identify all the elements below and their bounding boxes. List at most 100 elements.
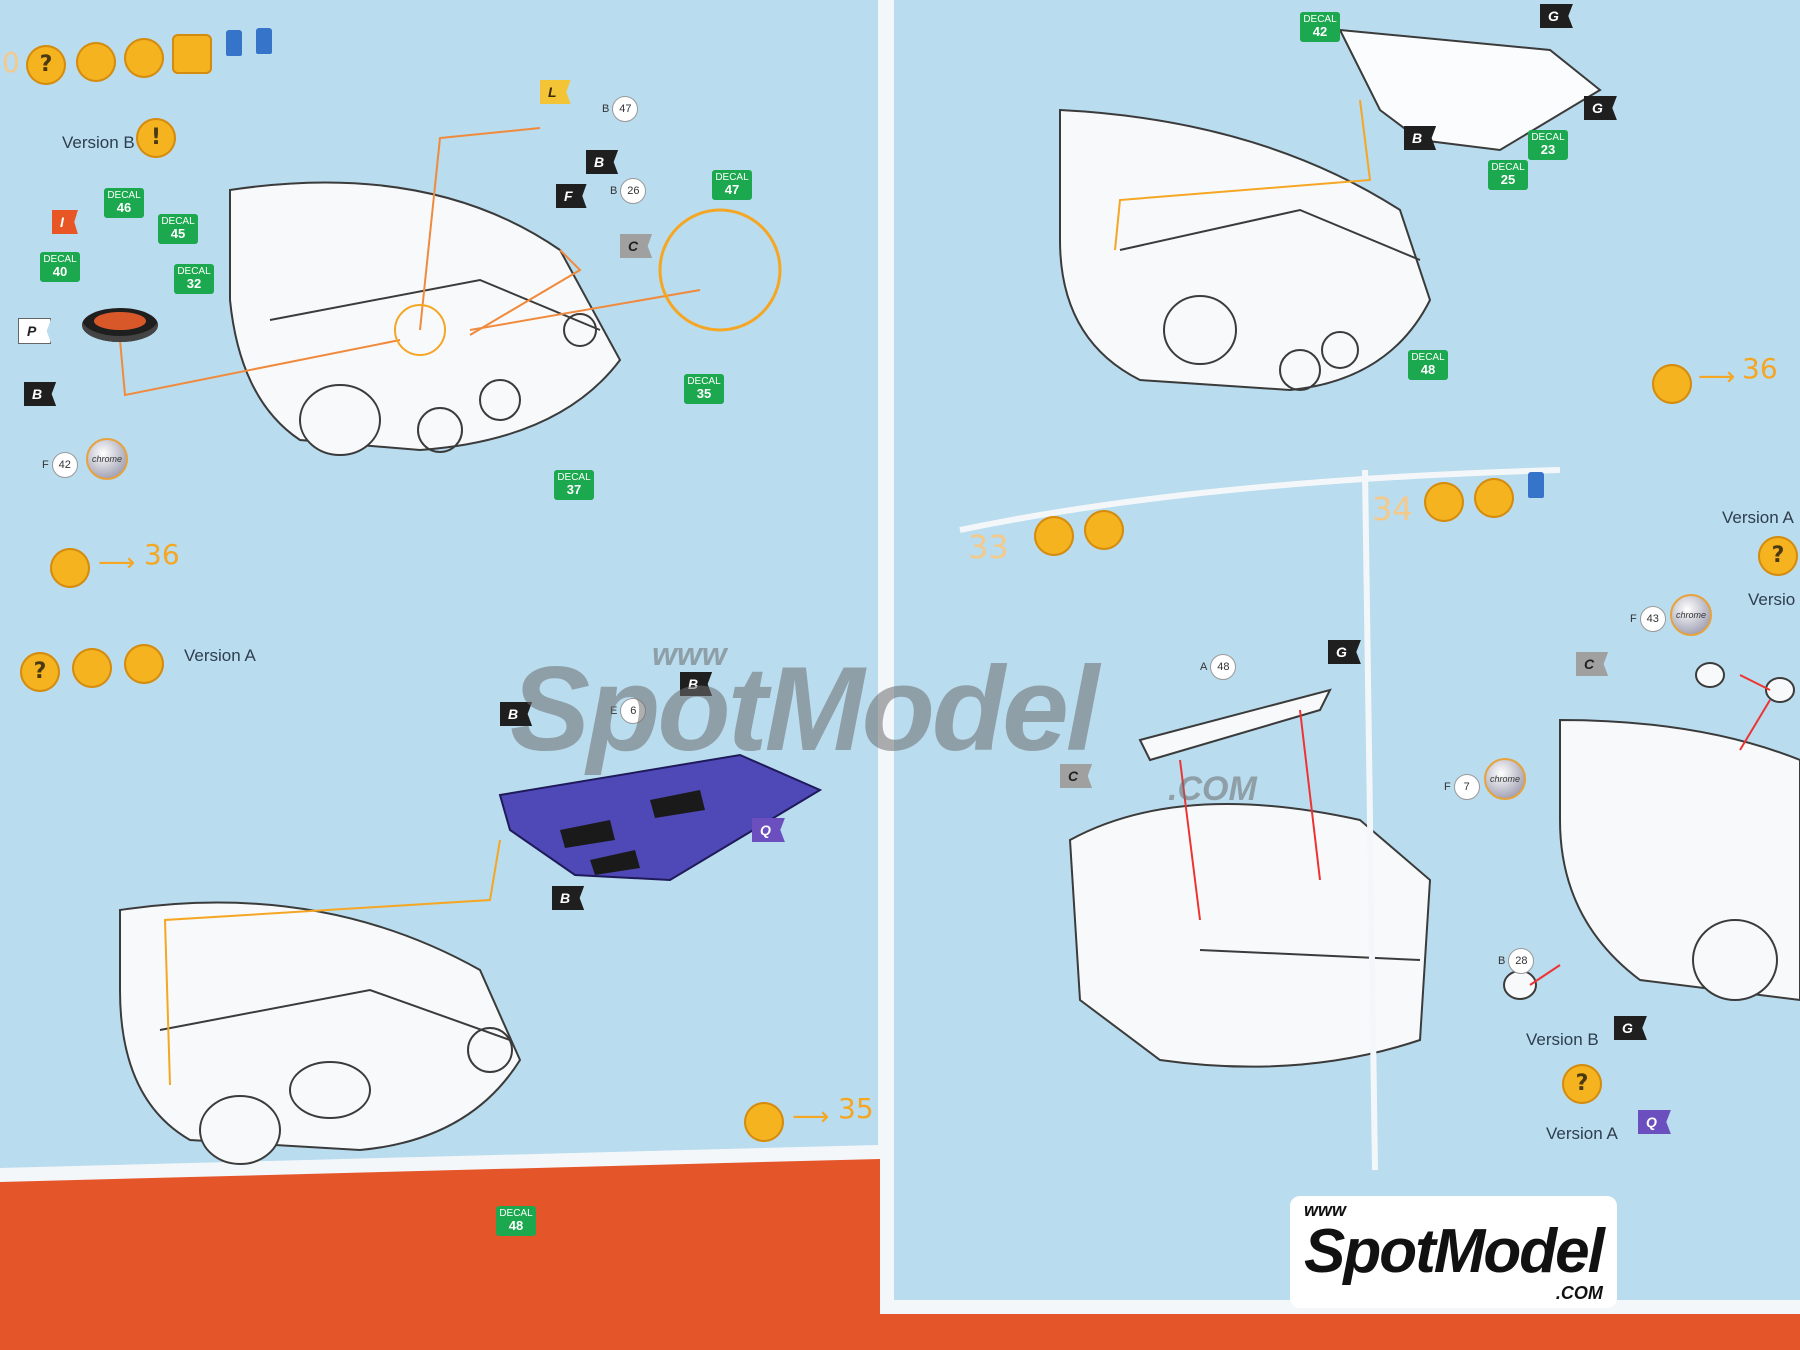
- decal-number: 23: [1540, 142, 1556, 157]
- brush-icon: [1084, 510, 1124, 550]
- paint-icon: [1034, 516, 1074, 556]
- decal-label: DECAL: [1531, 132, 1565, 143]
- decal-label: DECAL: [1303, 14, 1337, 25]
- next-step-arrow: ⟶: [792, 1102, 830, 1132]
- decal-number: 48: [1420, 362, 1436, 377]
- decal-number: 35: [696, 386, 712, 401]
- next-step-number: 36: [1742, 352, 1778, 385]
- part-number: 7: [1453, 774, 1480, 800]
- decal-number: 45: [170, 226, 186, 241]
- part-letter: A: [1200, 661, 1208, 673]
- step-number: 34: [1372, 490, 1413, 528]
- decal-number: 40: [52, 264, 68, 279]
- part-flag-b: B: [552, 886, 585, 910]
- part-number: 6: [620, 698, 647, 724]
- decal-label: DECAL: [107, 190, 141, 201]
- part-number: 48: [1210, 654, 1237, 680]
- chrome-icon: chrome: [1670, 594, 1712, 636]
- watermark-com: .COM: [1168, 770, 1257, 808]
- part-flag-c: C: [1060, 764, 1093, 788]
- decal-label: DECAL: [43, 254, 77, 265]
- decal-number: 47: [724, 182, 740, 197]
- part-letter: F: [1444, 781, 1451, 793]
- part-letter: B: [602, 103, 610, 115]
- decal-label: DECAL: [557, 472, 591, 483]
- help-icon: ?: [20, 652, 60, 692]
- help-icon: ?: [1758, 536, 1798, 576]
- part-flag-b: B: [680, 672, 713, 696]
- decal-label: DECAL: [715, 172, 749, 183]
- decal-number: 42: [1312, 24, 1328, 39]
- version-b-label: Version B: [1526, 1030, 1599, 1049]
- next-step-number: 35: [838, 1092, 874, 1125]
- decal-label: DECAL: [177, 266, 211, 277]
- part-flag-c: C: [1576, 652, 1609, 676]
- decal-number: 46: [116, 200, 132, 215]
- paint-bottle-icon: [50, 548, 90, 588]
- next-step-arrow: ⟶: [1698, 362, 1736, 392]
- logo-www: www: [1304, 1200, 1347, 1220]
- decal-label: DECAL: [499, 1208, 533, 1219]
- part-letter: F: [42, 459, 49, 471]
- part-flag-q: Q: [752, 818, 785, 842]
- paint-icon: [76, 42, 116, 82]
- next-step-number: 36: [144, 538, 180, 571]
- next-step-arrow: ⟶: [98, 548, 136, 578]
- part-flag-g: G: [1614, 1016, 1647, 1040]
- part-flag-g: G: [1540, 4, 1573, 28]
- step-number: 33: [968, 528, 1009, 566]
- version-a-label: Version A: [184, 646, 256, 665]
- decal-number: 48: [508, 1218, 524, 1233]
- part-flag-f: F: [556, 184, 587, 208]
- no-paint-icon: [72, 648, 112, 688]
- logo-com: .COM: [1555, 1283, 1603, 1303]
- version-a-label: Version A: [1722, 508, 1794, 527]
- paint-jar-lid: [94, 312, 146, 330]
- part-flag-c: C: [620, 234, 653, 258]
- watermark-www: www: [652, 636, 727, 672]
- part-letter: F: [1630, 613, 1637, 625]
- decal-label: DECAL: [1491, 162, 1525, 173]
- brush-icon: [1474, 478, 1514, 518]
- brush-icon: [124, 644, 164, 684]
- part-flag-q: Q: [1638, 1110, 1671, 1134]
- chrome-icon: chrome: [1484, 758, 1526, 800]
- part-number: 43: [1639, 606, 1666, 632]
- decal-number: 25: [1500, 172, 1516, 187]
- chrome-icon: chrome: [86, 438, 128, 480]
- paint-bottle-icon: [1528, 472, 1544, 498]
- part-letter: E: [610, 705, 618, 717]
- help-icon: ?: [26, 45, 66, 85]
- part-number: 28: [1508, 948, 1535, 974]
- paint-bottle-icon: [744, 1102, 784, 1142]
- part-letter: B: [610, 185, 618, 197]
- paint-icon: [1424, 482, 1464, 522]
- part-flag-i: I: [52, 210, 78, 234]
- part-letter: B: [1498, 955, 1506, 967]
- watermark-brand: SpotModel: [510, 642, 1099, 776]
- glue-icon: [256, 28, 272, 54]
- part-number: 47: [612, 96, 639, 122]
- decal-icon: [172, 34, 212, 74]
- part-flag-b: B: [500, 702, 533, 726]
- part-flag-b: B: [586, 150, 619, 174]
- paint-bottle-icon: [226, 30, 242, 56]
- decal-label: DECAL: [161, 216, 195, 227]
- part-flag-p: P: [18, 318, 52, 344]
- part-number: 42: [51, 452, 78, 478]
